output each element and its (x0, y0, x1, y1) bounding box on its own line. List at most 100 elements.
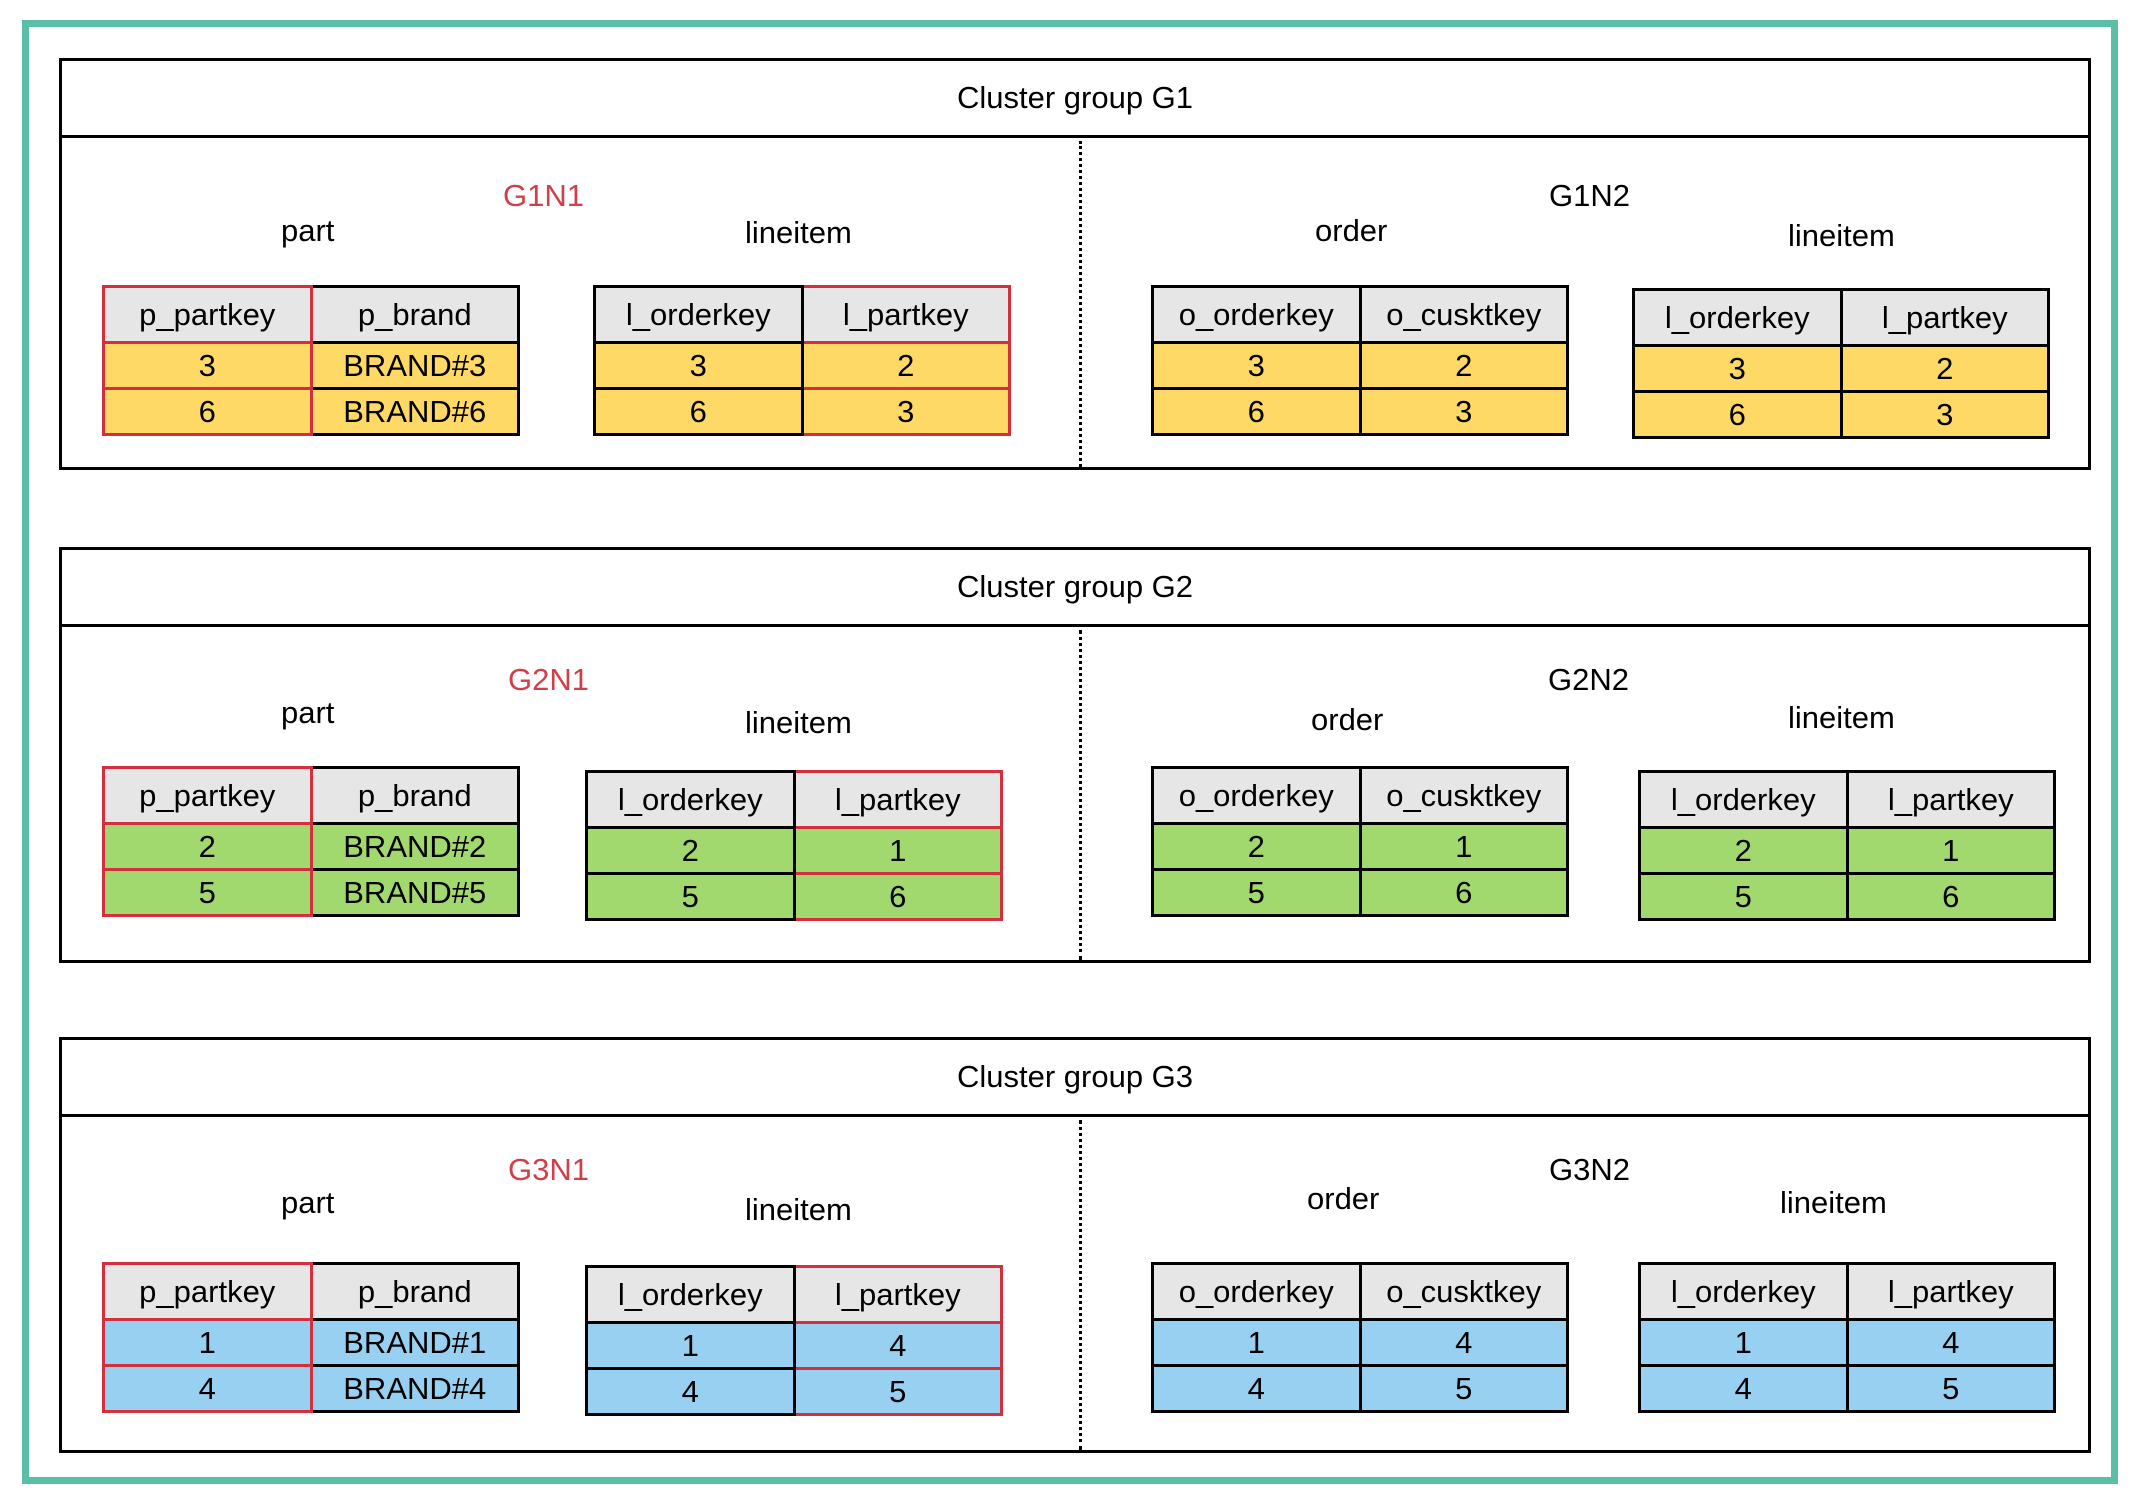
header-cell: p_partkey (102, 766, 313, 825)
table-header-row: p_partkey p_brand (102, 285, 520, 344)
table-header-row: o_orderkey o_cusktkey (1151, 766, 1569, 825)
part-table: p_partkey p_brand 2 BRAND#2 5 BRAND#5 (102, 766, 520, 917)
table-row: 3 2 (593, 341, 1011, 390)
table-row: 1 4 (585, 1321, 1003, 1370)
table-row: 6 BRAND#6 (102, 387, 520, 436)
lineitem-table: l_orderkey l_partkey 1 4 4 5 (585, 1265, 1003, 1416)
table-cell: 2 (1358, 341, 1569, 390)
table-row: 3 2 (1632, 344, 2050, 393)
table-row: 4 5 (1638, 1364, 2056, 1413)
table-header-row: l_orderkey l_partkey (1632, 288, 2050, 347)
part-table: p_partkey p_brand 1 BRAND#1 4 BRAND#4 (102, 1262, 520, 1413)
table-header-row: l_orderkey l_partkey (585, 770, 1003, 829)
table-cell: 1 (585, 1321, 796, 1370)
table-cell: 6 (102, 387, 313, 436)
table-cell: 1 (102, 1318, 313, 1367)
table-cell: 4 (1358, 1318, 1569, 1367)
header-cell: o_cusktkey (1358, 1262, 1569, 1321)
node-divider (1079, 630, 1082, 960)
table-header-row: l_orderkey l_partkey (1638, 770, 2056, 829)
table-title-order: order (1307, 1181, 1380, 1216)
table-cell: BRAND#3 (309, 341, 520, 390)
header-cell: o_orderkey (1151, 285, 1362, 344)
table-row: 2 1 (1151, 822, 1569, 871)
table-cell: BRAND#4 (309, 1364, 520, 1413)
table-cell: 2 (585, 826, 796, 875)
lineitem-table: l_orderkey l_partkey 2 1 5 6 (585, 770, 1003, 921)
table-header-row: p_partkey p_brand (102, 1262, 520, 1321)
header-cell: l_orderkey (585, 1265, 796, 1324)
header-cell: l_orderkey (1632, 288, 1843, 347)
header-cell: l_partkey (792, 1265, 1003, 1324)
table-row: 5 6 (1151, 868, 1569, 917)
group-title: Cluster group G1 (62, 61, 2088, 138)
table-row: 1 4 (1151, 1318, 1569, 1367)
table-cell: BRAND#6 (309, 387, 520, 436)
table-row: 5 BRAND#5 (102, 868, 520, 917)
table-cell: 4 (102, 1364, 313, 1413)
table-cell: 5 (585, 872, 796, 921)
node-label-g2n1: G2N1 (508, 662, 589, 697)
table-row: 1 BRAND#1 (102, 1318, 520, 1367)
cluster-group-g3: Cluster group G3 G3N1 part lineitem p_pa… (59, 1037, 2091, 1453)
header-cell: o_cusktkey (1358, 766, 1569, 825)
table-header-row: o_orderkey o_cusktkey (1151, 285, 1569, 344)
table-row: 4 BRAND#4 (102, 1364, 520, 1413)
table-title-order: order (1311, 702, 1384, 737)
table-cell: 5 (1845, 1364, 2056, 1413)
table-cell: 2 (102, 822, 313, 871)
table-row: 4 5 (585, 1367, 1003, 1416)
table-cell: 6 (1358, 868, 1569, 917)
header-cell: l_orderkey (585, 770, 796, 829)
group-title: Cluster group G3 (62, 1040, 2088, 1117)
table-cell: 4 (585, 1367, 796, 1416)
table-row: 5 6 (1638, 872, 2056, 921)
table-cell: 2 (1638, 826, 1849, 875)
table-row: 3 BRAND#3 (102, 341, 520, 390)
table-title-lineitem: lineitem (745, 1192, 852, 1227)
table-row: 6 3 (593, 387, 1011, 436)
lineitem-table: l_orderkey l_partkey 2 1 5 6 (1638, 770, 2056, 921)
table-cell: 4 (1845, 1318, 2056, 1367)
table-title-lineitem: lineitem (745, 705, 852, 740)
table-cell: 3 (800, 387, 1011, 436)
header-cell: p_brand (309, 766, 520, 825)
table-cell: 3 (1632, 344, 1843, 393)
table-cell: 6 (1632, 390, 1843, 439)
table-cell: 2 (800, 341, 1011, 390)
table-header-row: l_orderkey l_partkey (593, 285, 1011, 344)
header-cell: p_brand (309, 285, 520, 344)
table-title-part: part (281, 213, 335, 248)
table-row: 2 BRAND#2 (102, 822, 520, 871)
table-cell: 4 (1151, 1364, 1362, 1413)
node-label-g3n1: G3N1 (508, 1152, 589, 1187)
node-divider (1079, 141, 1082, 467)
table-cell: 3 (102, 341, 313, 390)
header-cell: l_orderkey (1638, 770, 1849, 829)
group-title: Cluster group G2 (62, 550, 2088, 627)
header-cell: l_partkey (1845, 770, 2056, 829)
lineitem-table: l_orderkey l_partkey 1 4 4 5 (1638, 1262, 2056, 1413)
table-header-row: o_orderkey o_cusktkey (1151, 1262, 1569, 1321)
table-title-part: part (281, 1185, 335, 1220)
header-cell: l_partkey (792, 770, 1003, 829)
table-cell: 5 (1151, 868, 1362, 917)
table-cell: 1 (792, 826, 1003, 875)
lineitem-table: l_orderkey l_partkey 3 2 6 3 (593, 285, 1011, 436)
header-cell: l_orderkey (1638, 1262, 1849, 1321)
order-table: o_orderkey o_cusktkey 3 2 6 3 (1151, 285, 1569, 436)
header-cell: o_orderkey (1151, 1262, 1362, 1321)
table-title-lineitem: lineitem (745, 215, 852, 250)
node-label-g1n1: G1N1 (503, 178, 584, 213)
table-cell: BRAND#1 (309, 1318, 520, 1367)
table-title-part: part (281, 695, 335, 730)
table-row: 5 6 (585, 872, 1003, 921)
table-cell: 6 (1845, 872, 2056, 921)
node-label-g2n2: G2N2 (1548, 662, 1629, 697)
table-cell: 3 (1839, 390, 2050, 439)
cluster-group-g2: Cluster group G2 G2N1 part lineitem p_pa… (59, 547, 2091, 963)
header-cell: l_partkey (800, 285, 1011, 344)
table-row: 6 3 (1632, 390, 2050, 439)
table-row: 2 1 (1638, 826, 2056, 875)
table-cell: 1 (1845, 826, 2056, 875)
